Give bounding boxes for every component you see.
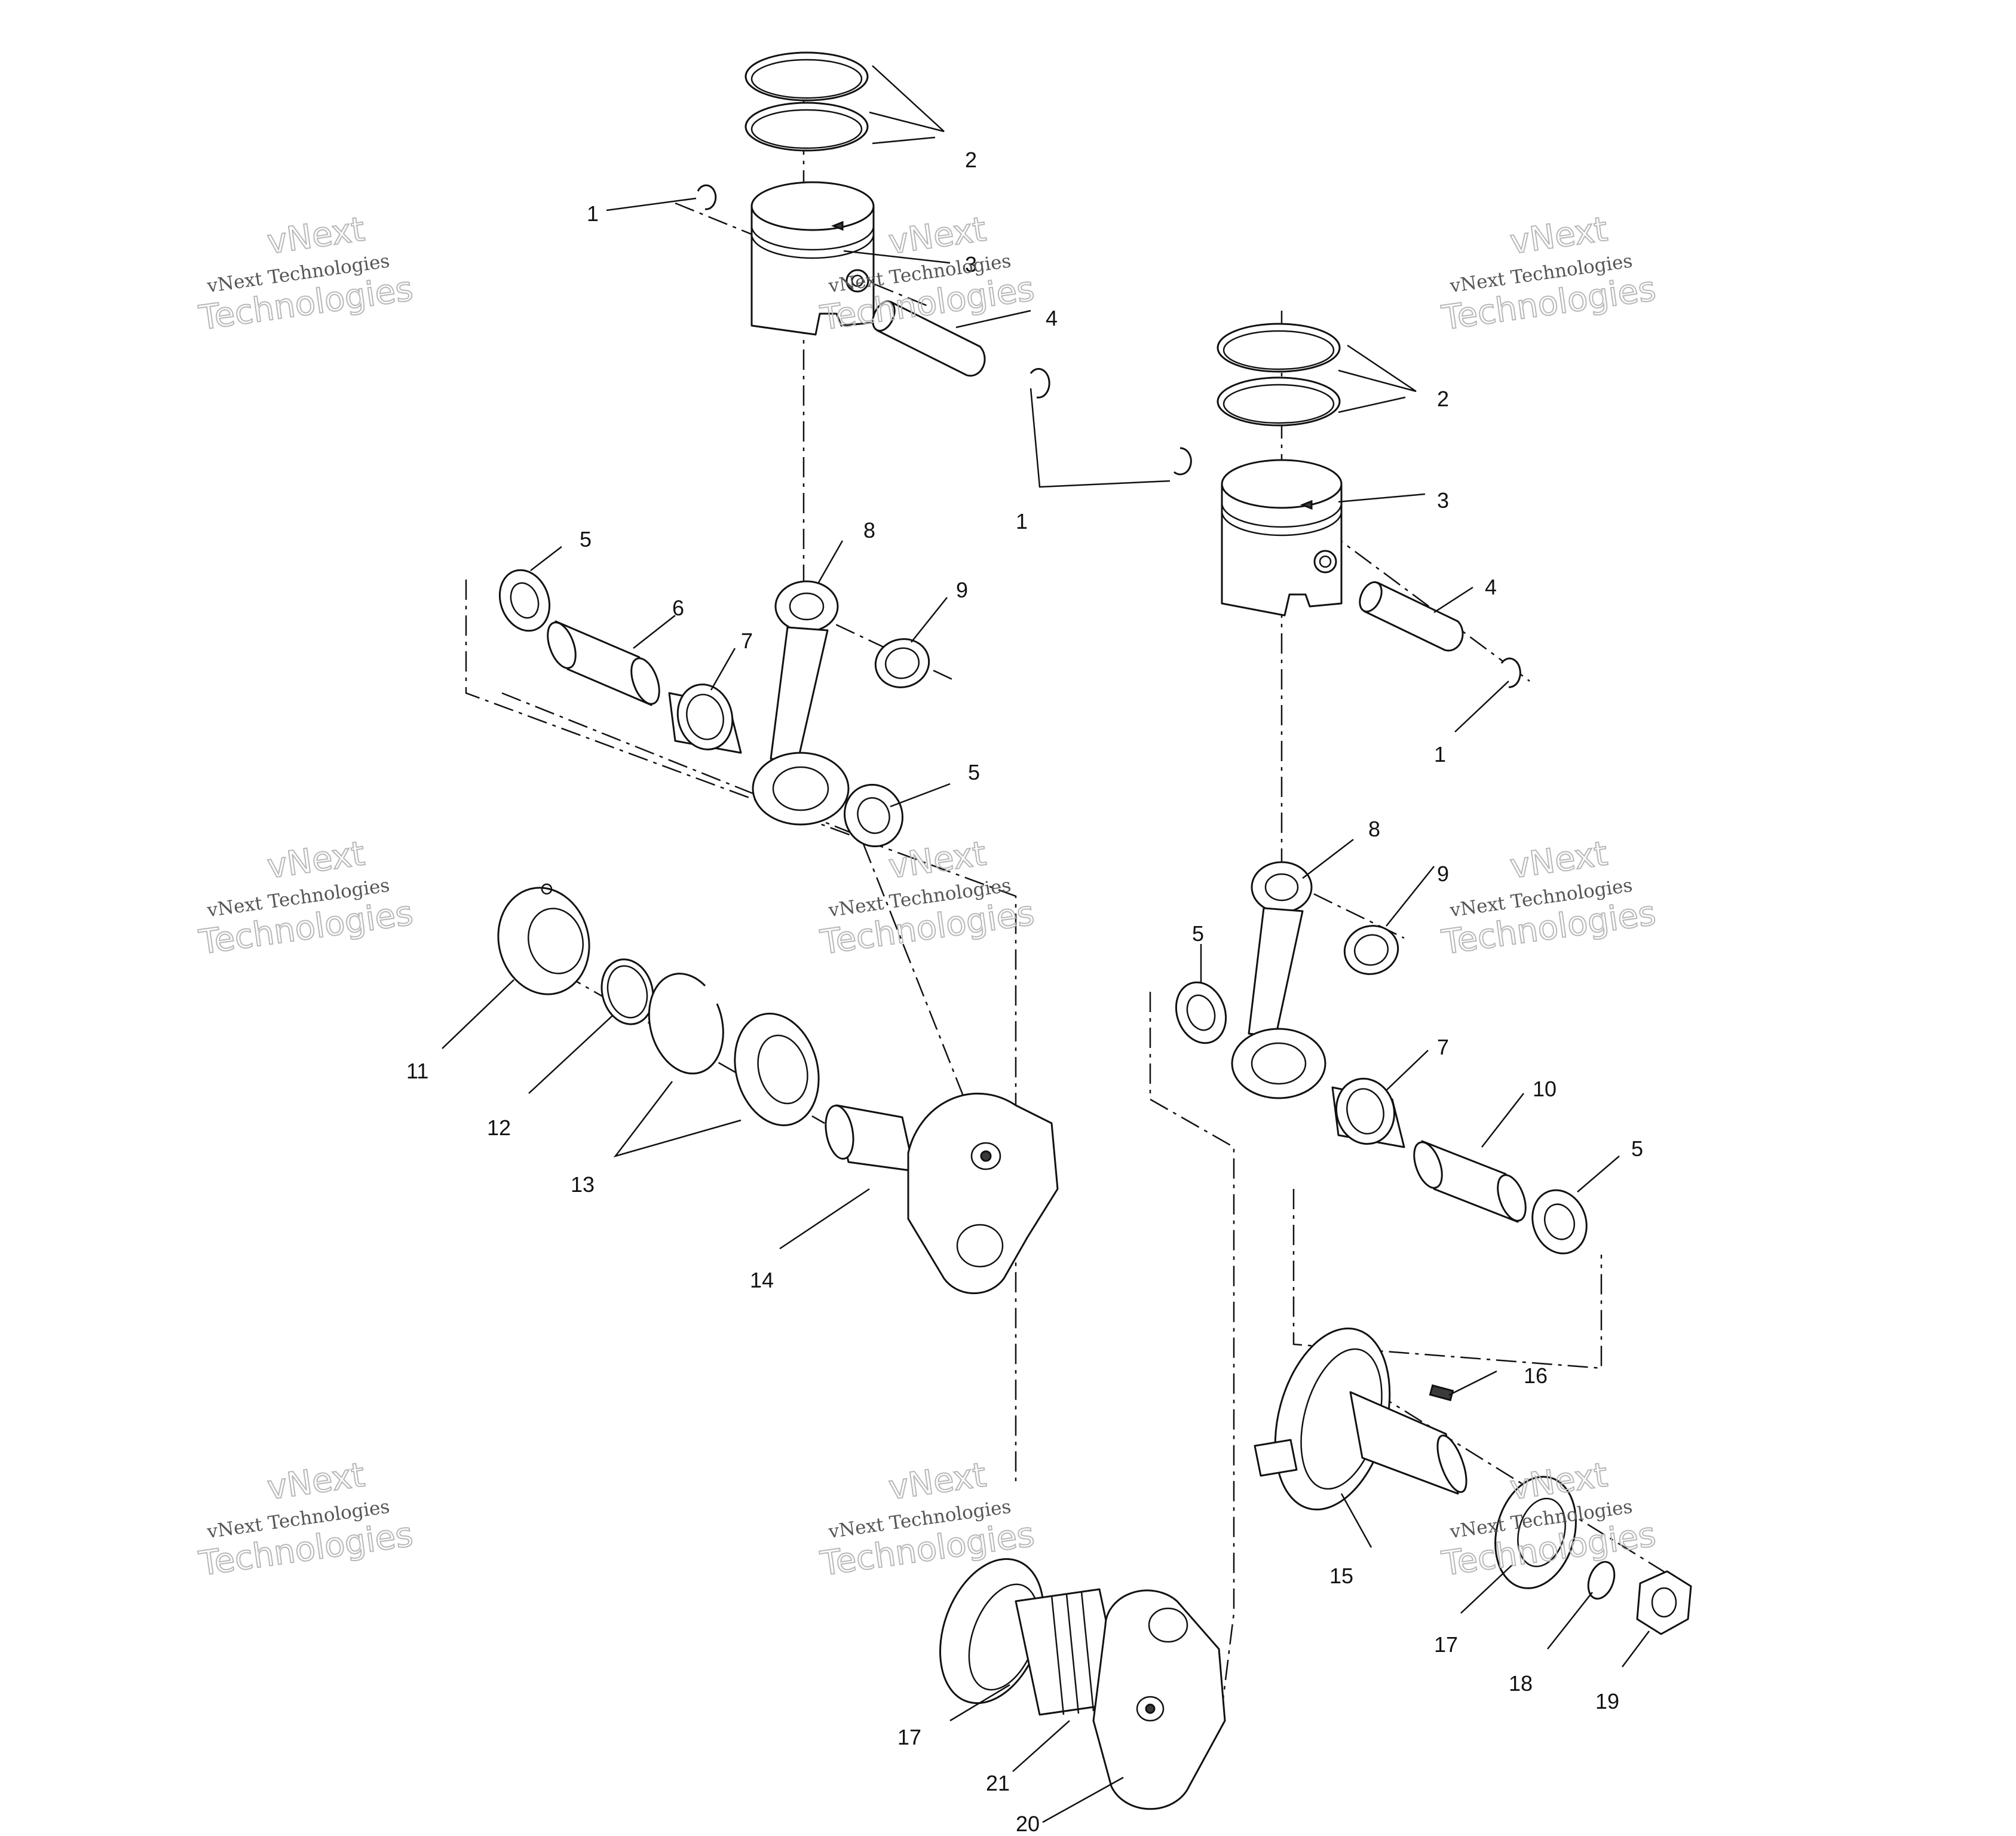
assembly-axes (465, 63, 1674, 1733)
crank-pin-left (547, 620, 660, 706)
callout-14: 14 (750, 1268, 774, 1292)
callout-18: 18 (1509, 1671, 1533, 1696)
piston-right (1221, 459, 1343, 617)
leader-lines (442, 65, 1650, 1823)
watermark-7: vNext vNext Technologies Technologies (196, 1455, 416, 1584)
nut-19 (1636, 1570, 1692, 1635)
callout-1: 1 (1016, 509, 1028, 534)
thrust-washer-left-1 (498, 569, 551, 632)
needle-bearing-right-small (1343, 925, 1399, 975)
callout-20: 20 (1016, 1812, 1040, 1836)
watermark-big-top: vNext (1508, 1455, 1610, 1507)
connecting-rod-right (1231, 861, 1326, 1099)
needle-bearing-left-big (668, 683, 742, 754)
watermark-1: vNext vNext Technologies Technologies (196, 209, 416, 338)
callout-5: 5 (1631, 1136, 1643, 1161)
thrust-washer-right-1 (1175, 981, 1227, 1044)
circlip-left-lower (1030, 367, 1050, 399)
callout-2: 2 (965, 148, 977, 172)
callout-labels: 1 2 3 4 1 2 3 4 1 5 6 7 8 9 5 11 12 13 1… (406, 148, 1643, 1836)
watermark-big-top: vNext (265, 834, 367, 886)
callout-2: 2 (1437, 387, 1449, 411)
watermark-big-top: vNext (886, 834, 988, 886)
callout-3: 3 (1437, 488, 1449, 513)
circlip-right-lower (1500, 657, 1521, 688)
callout-5: 5 (580, 527, 592, 551)
callout-4: 4 (1046, 306, 1058, 330)
callout-15: 15 (1329, 1564, 1353, 1588)
snap-ring-13 (648, 973, 724, 1075)
main-bearing-left-11 (497, 883, 590, 995)
watermark-3: vNext vNext Technologies Technologies (1439, 209, 1659, 338)
key-16 (1429, 1384, 1454, 1402)
piston-rings-left (744, 51, 869, 152)
crank-half-left-14 (825, 1092, 1059, 1295)
watermark-4: vNext vNext Technologies Technologies (196, 833, 416, 963)
connecting-rod-left (752, 580, 850, 826)
callout-19: 19 (1595, 1689, 1619, 1714)
callout-17: 17 (897, 1725, 921, 1749)
callout-9: 9 (956, 578, 968, 602)
circlip-left-upper (697, 184, 717, 210)
washer-18 (1587, 1561, 1616, 1600)
callout-8: 8 (1368, 817, 1380, 841)
thrust-washer-left-2 (844, 783, 903, 848)
piston-pin-right (1359, 581, 1464, 652)
callout-5: 5 (968, 760, 980, 784)
callout-1: 1 (587, 201, 599, 226)
circlip-right-upper (1174, 447, 1192, 476)
callout-8: 8 (863, 518, 875, 542)
needle-bearing-left-small (874, 638, 930, 688)
callout-4: 4 (1485, 575, 1497, 599)
crank-center-assembly (939, 1558, 1226, 1810)
crank-pin-right-10 (1413, 1140, 1527, 1223)
callout-1: 1 (1434, 742, 1446, 767)
watermark-big-top: vNext (265, 1455, 367, 1507)
callout-5: 5 (1192, 921, 1204, 946)
callout-11: 11 (406, 1059, 428, 1083)
callout-3: 3 (965, 252, 977, 277)
watermark-big-top: vNext (1508, 834, 1610, 886)
thrust-washer-right-2 (1531, 1189, 1588, 1255)
callout-7: 7 (741, 629, 753, 653)
watermark-big-top: vNext (265, 210, 367, 262)
callout-12: 12 (487, 1115, 511, 1140)
callout-16: 16 (1524, 1363, 1548, 1388)
callout-7: 7 (1437, 1035, 1449, 1059)
callout-9: 9 (1437, 862, 1449, 886)
watermark-6: vNext vNext Technologies Technologies (1439, 833, 1659, 963)
piston-left (750, 181, 875, 336)
watermark-big-top: vNext (1508, 210, 1610, 262)
piston-rings-right (1217, 323, 1341, 427)
piston-pin-left (872, 300, 986, 377)
callout-6: 6 (672, 596, 684, 620)
callout-10: 10 (1533, 1077, 1557, 1101)
callout-13: 13 (571, 1172, 595, 1197)
watermark-big-top: vNext (886, 1455, 988, 1507)
needle-bearing-right-big (1331, 1077, 1405, 1148)
watermark-5: vNext vNext Technologies Technologies (817, 833, 1037, 963)
callout-21: 21 (986, 1771, 1010, 1795)
crank-half-right-15 (1254, 1327, 1467, 1511)
ring-12 (600, 958, 654, 1025)
main-bearing-left-13 (734, 1013, 820, 1126)
main-bearing-right-17 (1494, 1476, 1577, 1589)
callout-17: 17 (1434, 1632, 1458, 1657)
